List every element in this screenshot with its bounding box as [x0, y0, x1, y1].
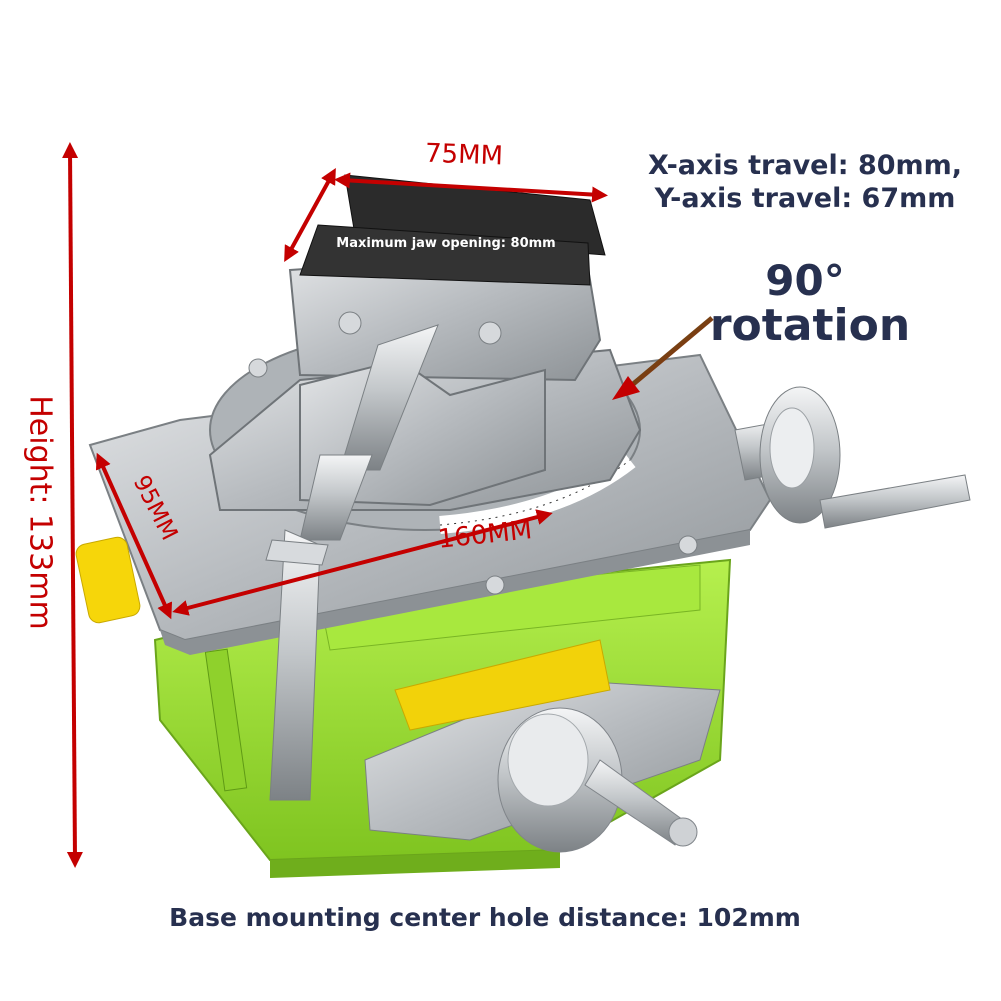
x-axis-handwheel [734, 386, 971, 529]
rotation-word-label: rotation [709, 300, 911, 351]
jaw-width-label: 75MM [424, 138, 504, 172]
base-hole-distance-label: Base mounting center hole distance: 102m… [169, 903, 801, 932]
rotation-pointer [612, 316, 714, 400]
dimension-arrows [62, 142, 608, 868]
y-axis-handwheel [364, 639, 721, 853]
x-axis-travel-label: X-axis travel: 80mm, [647, 150, 963, 181]
height-label: Height: 133mm [22, 395, 58, 630]
y-axis-travel-label: Y-axis travel: 67mm [654, 183, 956, 214]
jaw-opening-label: Maximum jaw opening: 80mm [336, 236, 556, 251]
rotation-angle-label: 90° [765, 256, 845, 305]
